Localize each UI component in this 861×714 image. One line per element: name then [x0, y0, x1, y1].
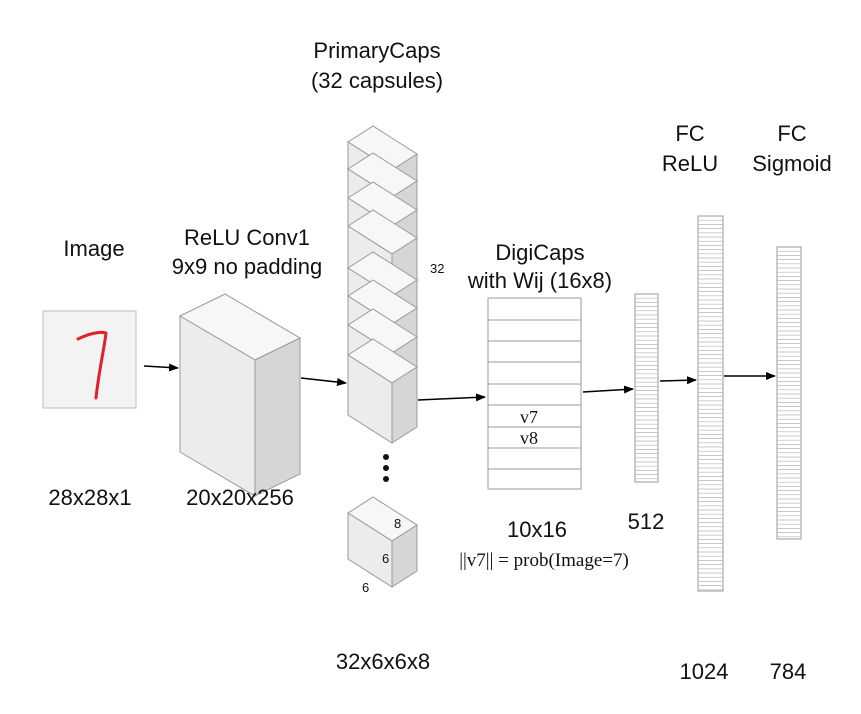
fc1-title: FC	[675, 121, 705, 146]
single-capsule-cube	[347, 496, 418, 588]
fc1-subtitle: ReLU	[661, 151, 719, 176]
conv1-size: 20x20x256	[186, 485, 294, 510]
v8-label: v8	[520, 428, 538, 448]
v7-label: v7	[520, 407, 538, 427]
fc2-title: FC	[777, 121, 807, 146]
image-size: 28x28x1	[48, 485, 132, 510]
cube-depth-dim: 8	[394, 516, 402, 531]
fc1024-size: 1024	[679, 659, 729, 684]
ellipsis-dots	[383, 454, 389, 482]
digicaps-size: 10x16	[507, 517, 567, 542]
fc2-subtitle: Sigmoid	[752, 151, 832, 176]
fc512-column	[634, 293, 659, 483]
flow-arrows	[143, 363, 776, 402]
primarycaps-size: 32x6x6x8	[335, 649, 431, 674]
arrow-primary-to-digicaps	[417, 393, 486, 402]
fc784-column	[776, 246, 802, 540]
arrow-image-to-conv	[143, 363, 179, 372]
cube-height-dim: 6	[382, 551, 390, 566]
prob-formula: ||v7|| = prob(Image=7)	[459, 550, 629, 571]
conv1-subtitle: 9x9 no padding	[171, 254, 323, 279]
digicaps-subtitle: with Wij (16x8)	[467, 268, 613, 293]
input-image	[42, 310, 137, 409]
digit-seven-stroke	[76, 330, 108, 400]
capsule-block	[347, 338, 418, 444]
digicaps-matrix	[487, 297, 582, 490]
primarycaps-count: 32	[430, 261, 445, 276]
primarycaps-subtitle: (32 capsules)	[310, 68, 444, 93]
fc512-size: 512	[627, 509, 665, 534]
digicaps-title: DigiCaps	[495, 240, 585, 265]
arrow-digicaps-to-fc512	[582, 385, 634, 394]
conv1-block	[178, 293, 302, 497]
primarycaps-title: PrimaryCaps	[313, 38, 441, 63]
conv1-title: ReLU Conv1	[184, 225, 310, 250]
image-title: Image	[63, 236, 125, 261]
cube-width-dim: 6	[362, 580, 370, 595]
fc1024-column	[697, 215, 724, 592]
arrow-fc512-to-fc1024	[659, 376, 697, 385]
fc784-size: 784	[769, 659, 807, 684]
arrow-conv-to-primary	[300, 377, 347, 386]
primarycaps-stack	[347, 125, 418, 444]
